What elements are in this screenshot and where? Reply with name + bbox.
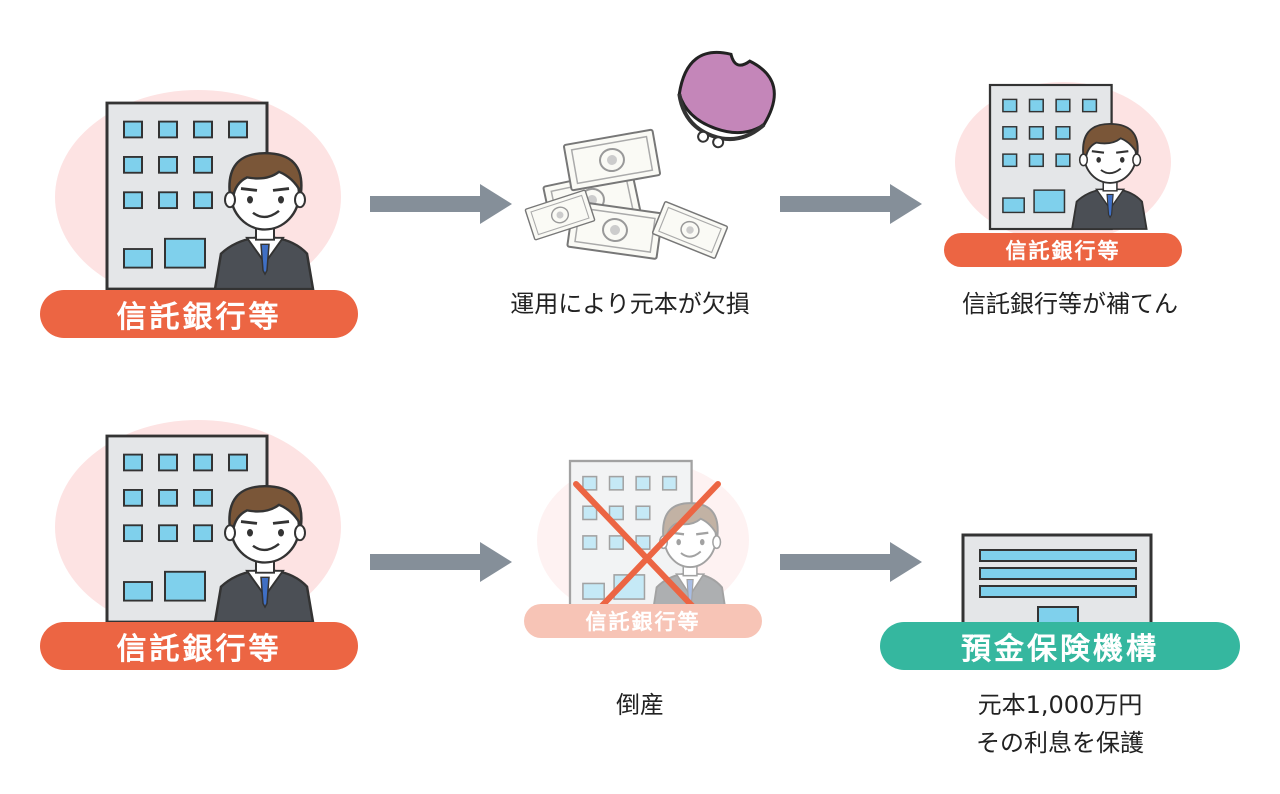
row1-right-caption: 信託銀行等が補てん xyxy=(962,290,1178,318)
row2-deposit-insurance-building xyxy=(961,533,1153,627)
row1-arrow-2 xyxy=(780,184,922,224)
row1-right-trust-bank-label: 信託銀行等 xyxy=(944,233,1182,267)
row2-left-trust-bank-label: 信託銀行等 xyxy=(40,622,358,670)
row1-money-illustration xyxy=(524,128,729,261)
row1-left-trust-bank-label: 信託銀行等 xyxy=(40,290,358,338)
row1-purse-illustration xyxy=(677,50,776,149)
row2-right-caption-line1: 元本1,000万円 xyxy=(977,691,1143,719)
row2-arrow-2 xyxy=(780,542,922,582)
row2-right-caption-line2: その利息を保護 xyxy=(976,729,1144,757)
row2-middle-caption: 倒産 xyxy=(616,691,664,719)
row2-arrow-1 xyxy=(370,542,512,582)
row2-right-deposit-insurance-label: 預金保険機構 xyxy=(880,622,1240,670)
row2-middle-trust-bank-label: 信託銀行等 xyxy=(524,604,762,638)
row1-arrow-1 xyxy=(370,184,512,224)
row1-middle-caption: 運用により元本が欠損 xyxy=(510,290,750,318)
